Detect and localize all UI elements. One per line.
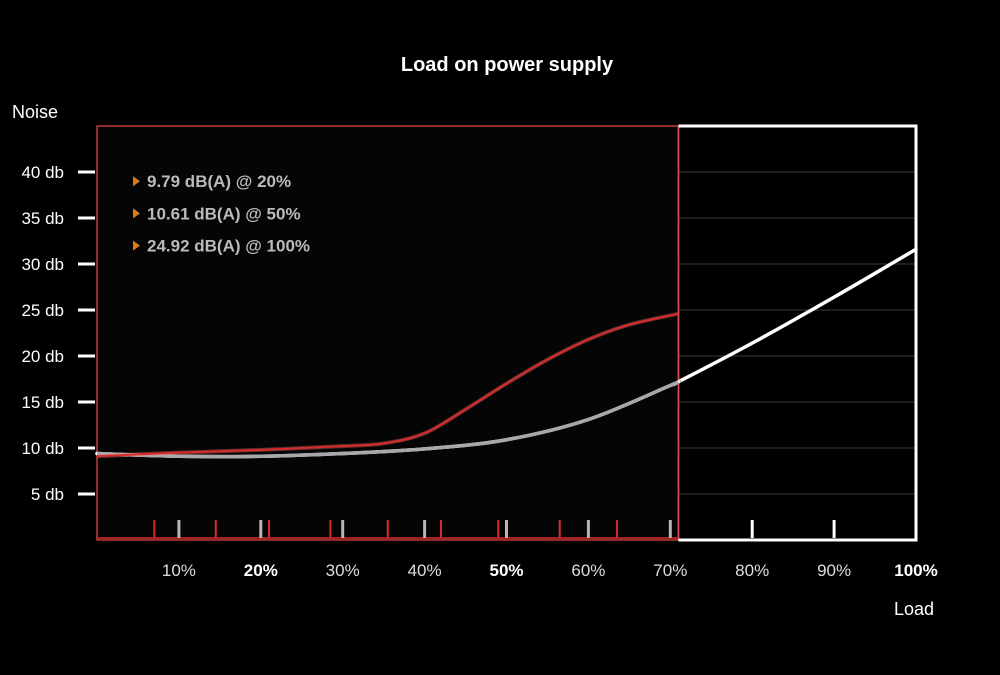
plot-frame (678, 124, 918, 542)
series-line-0-overlay (96, 379, 682, 459)
y-ticks: 5 db 10 db 15 db 20 db 25 db 30 db 35 db 40 db (21, 163, 95, 504)
y-tick-label-5: 30 db (21, 255, 64, 274)
annotation-marker-2 (133, 240, 140, 251)
plot-frame-outline (678, 124, 918, 542)
series-line-1 (96, 312, 679, 458)
x-tick-label-9: 100% (894, 561, 937, 580)
x-ticks: 10% 20% 30% 40% 50% 60% 70% 80% 90% 100% (162, 520, 938, 580)
annotation-marker-0 (133, 176, 140, 187)
x-tick-label-3: 40% (408, 561, 442, 580)
x-tick-label-6: 70% (653, 561, 687, 580)
annotation-text-0: 9.79 dB(A) @ 20% (147, 172, 291, 191)
x-tick-label-8: 90% (817, 561, 851, 580)
annotations: 9.79 dB(A) @ 20% 10.61 dB(A) @ 50% 24.92 d… (133, 172, 310, 256)
x-tick-label-1: 20% (244, 561, 278, 580)
x-tick-label-2: 30% (326, 561, 360, 580)
y-tick-label-7: 40 db (21, 163, 64, 182)
y-axis-label: Noise (12, 102, 58, 122)
chart-title: Load on power supply (401, 54, 614, 76)
x-tick-label-5: 60% (571, 561, 605, 580)
x-tick-label-7: 80% (735, 561, 769, 580)
x-tick-label-0: 10% (162, 561, 196, 580)
annotation-text-2: 24.92 dB(A) @ 100% (147, 237, 310, 256)
y-tick-label-4: 25 db (21, 301, 64, 320)
annotation-text-1: 10.61 dB(A) @ 50% (147, 204, 301, 223)
x-tick-label-4: 50% (489, 561, 523, 580)
overlay-frame (96, 125, 680, 541)
y-tick-label-2: 15 db (21, 393, 64, 412)
y-tick-label-3: 20 db (21, 347, 64, 366)
y-tick-label-6: 35 db (21, 209, 64, 228)
y-tick-label-0: 5 db (31, 485, 64, 504)
annotation-marker-1 (133, 208, 140, 219)
x-axis-label: Load (894, 599, 934, 619)
series-layer (95, 247, 918, 459)
y-tick-label-1: 10 db (21, 439, 64, 458)
comparison-overlay (96, 125, 680, 541)
